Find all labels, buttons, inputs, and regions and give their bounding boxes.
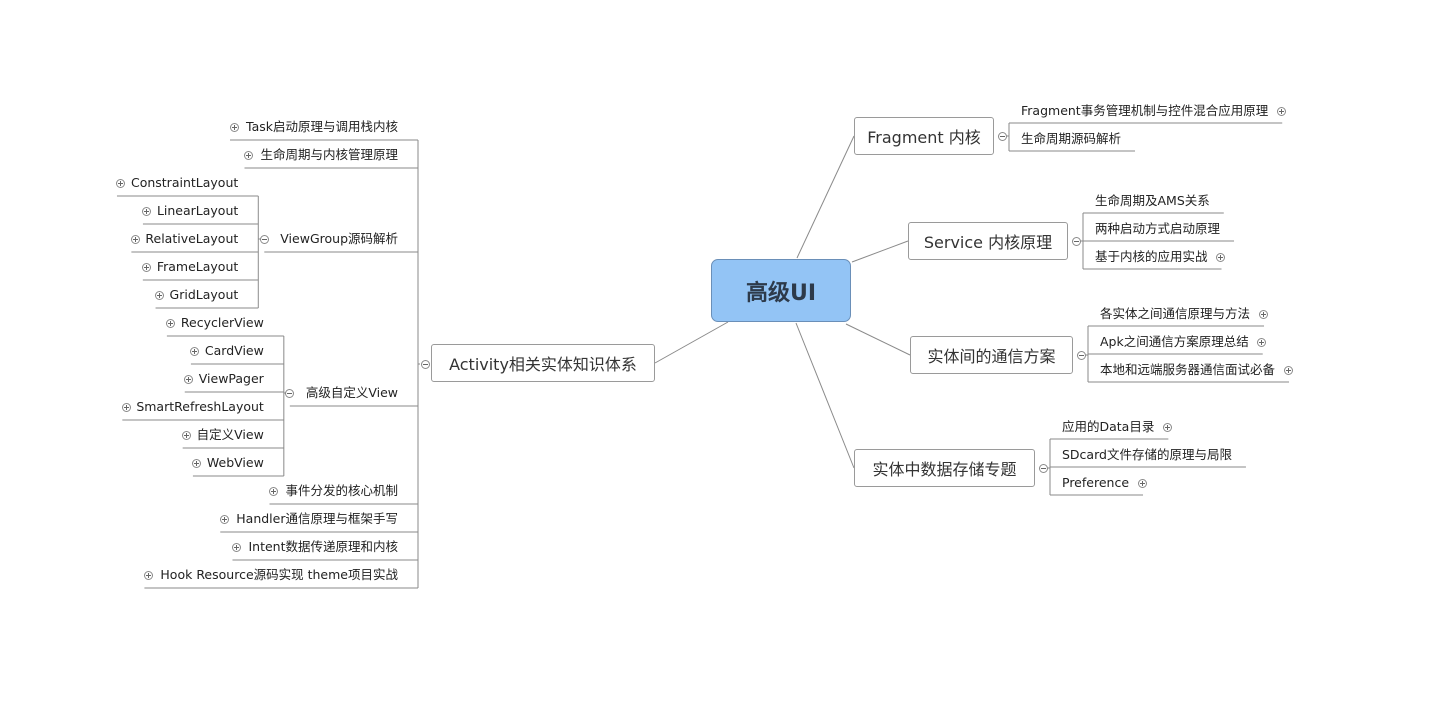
expand-icon[interactable] — [121, 402, 131, 412]
root-connector — [851, 240, 909, 263]
left-subsub-item[interactable]: WebView — [206, 455, 264, 470]
right-sub-item[interactable]: 两种启动方式启动原理 — [1095, 221, 1221, 236]
root-connector — [796, 135, 855, 259]
expand-icon[interactable] — [190, 346, 200, 356]
left-sub-item[interactable]: Task启动原理与调用栈内核 — [246, 119, 398, 134]
branch-toggle-icon[interactable] — [1076, 350, 1086, 360]
right-sub-item[interactable]: SDcard文件存储的原理与局限 — [1062, 447, 1232, 462]
left-subsub-item[interactable]: FrameLayout — [156, 259, 239, 274]
collapse-icon[interactable] — [285, 388, 295, 398]
branch-toggle-icon[interactable] — [1071, 236, 1081, 246]
left-subsub-item[interactable]: CardView — [204, 343, 264, 358]
expand-icon[interactable] — [1283, 365, 1293, 375]
expand-icon[interactable] — [116, 178, 126, 188]
expand-icon[interactable] — [231, 542, 241, 552]
left-sub-item[interactable]: 生命周期与内核管理原理 — [260, 147, 398, 162]
right-branch-3[interactable]: 实体中数据存储专题 — [854, 449, 1035, 487]
right-sub-item[interactable]: 基于内核的应用实战 — [1095, 249, 1208, 264]
expand-icon[interactable] — [1162, 422, 1172, 432]
right-sub-item[interactable]: Preference — [1062, 475, 1130, 490]
expand-icon[interactable] — [130, 234, 140, 244]
right-branch-2[interactable]: 实体间的通信方案 — [910, 336, 1073, 374]
left-subsub-item[interactable]: RecyclerView — [180, 315, 264, 330]
right-branch-1[interactable]: Service 内核原理 — [908, 222, 1068, 260]
expand-icon[interactable] — [268, 486, 278, 496]
left-subsub-item[interactable]: SmartRefreshLayout — [136, 399, 264, 414]
left-subsub-item[interactable]: LinearLayout — [156, 203, 239, 218]
expand-icon[interactable] — [1137, 478, 1147, 488]
root-node[interactable]: 高级UI — [711, 259, 851, 322]
root-connector — [795, 322, 855, 469]
expand-icon[interactable] — [142, 262, 152, 272]
expand-icon[interactable] — [182, 430, 192, 440]
expand-icon[interactable] — [184, 374, 194, 384]
expand-icon[interactable] — [166, 318, 176, 328]
left-sub-item[interactable]: ViewGroup源码解析 — [280, 231, 398, 246]
right-sub-item[interactable]: 各实体之间通信原理与方法 — [1100, 306, 1251, 321]
right-sub-item[interactable]: Apk之间通信方案原理总结 — [1100, 334, 1249, 349]
left-subsub-item[interactable]: ViewPager — [198, 371, 264, 386]
collapse-icon[interactable] — [259, 234, 269, 244]
branch-toggle-icon[interactable] — [997, 131, 1007, 141]
left-subsub-item[interactable]: ConstraintLayout — [130, 175, 239, 190]
right-sub-item[interactable]: 本地和远端服务器通信面试必备 — [1100, 362, 1276, 377]
left-subsub-item[interactable]: GridLayout — [169, 287, 239, 302]
right-sub-item[interactable]: 应用的Data目录 — [1062, 419, 1155, 434]
left-subsub-item[interactable]: RelativeLayout — [145, 231, 239, 246]
expand-icon[interactable] — [1276, 106, 1286, 116]
right-sub-item[interactable]: Fragment事务管理机制与控件混合应用原理 — [1021, 103, 1269, 118]
left-sub-item[interactable]: Handler通信原理与框架手写 — [236, 511, 398, 526]
expand-icon[interactable] — [155, 290, 165, 300]
right-branch-0[interactable]: Fragment 内核 — [854, 117, 994, 155]
expand-icon[interactable] — [243, 150, 253, 160]
expand-icon[interactable] — [192, 458, 202, 468]
branch-toggle-icon[interactable] — [420, 359, 430, 369]
left-sub-item[interactable]: Intent数据传递原理和内核 — [248, 539, 398, 554]
left-sub-item[interactable]: 高级自定义View — [305, 385, 398, 400]
expand-icon[interactable] — [1258, 309, 1268, 319]
expand-icon[interactable] — [219, 514, 229, 524]
right-sub-item[interactable]: 生命周期及AMS关系 — [1095, 193, 1210, 208]
root-connector — [845, 323, 911, 356]
branch-toggle-icon[interactable] — [1038, 463, 1048, 473]
left-subsub-item[interactable]: 自定义View — [196, 427, 264, 442]
expand-icon[interactable] — [143, 570, 153, 580]
expand-icon[interactable] — [1216, 252, 1226, 262]
right-sub-item[interactable]: 生命周期源码解析 — [1021, 131, 1122, 146]
root-connector — [654, 321, 729, 364]
left-sub-item[interactable]: 事件分发的核心机制 — [285, 483, 398, 498]
left-branch[interactable]: Activity相关实体知识体系 — [431, 344, 655, 382]
expand-icon[interactable] — [229, 122, 239, 132]
left-sub-item[interactable]: Hook Resource源码实现 theme项目实战 — [160, 567, 398, 582]
expand-icon[interactable] — [1257, 337, 1267, 347]
expand-icon[interactable] — [142, 206, 152, 216]
